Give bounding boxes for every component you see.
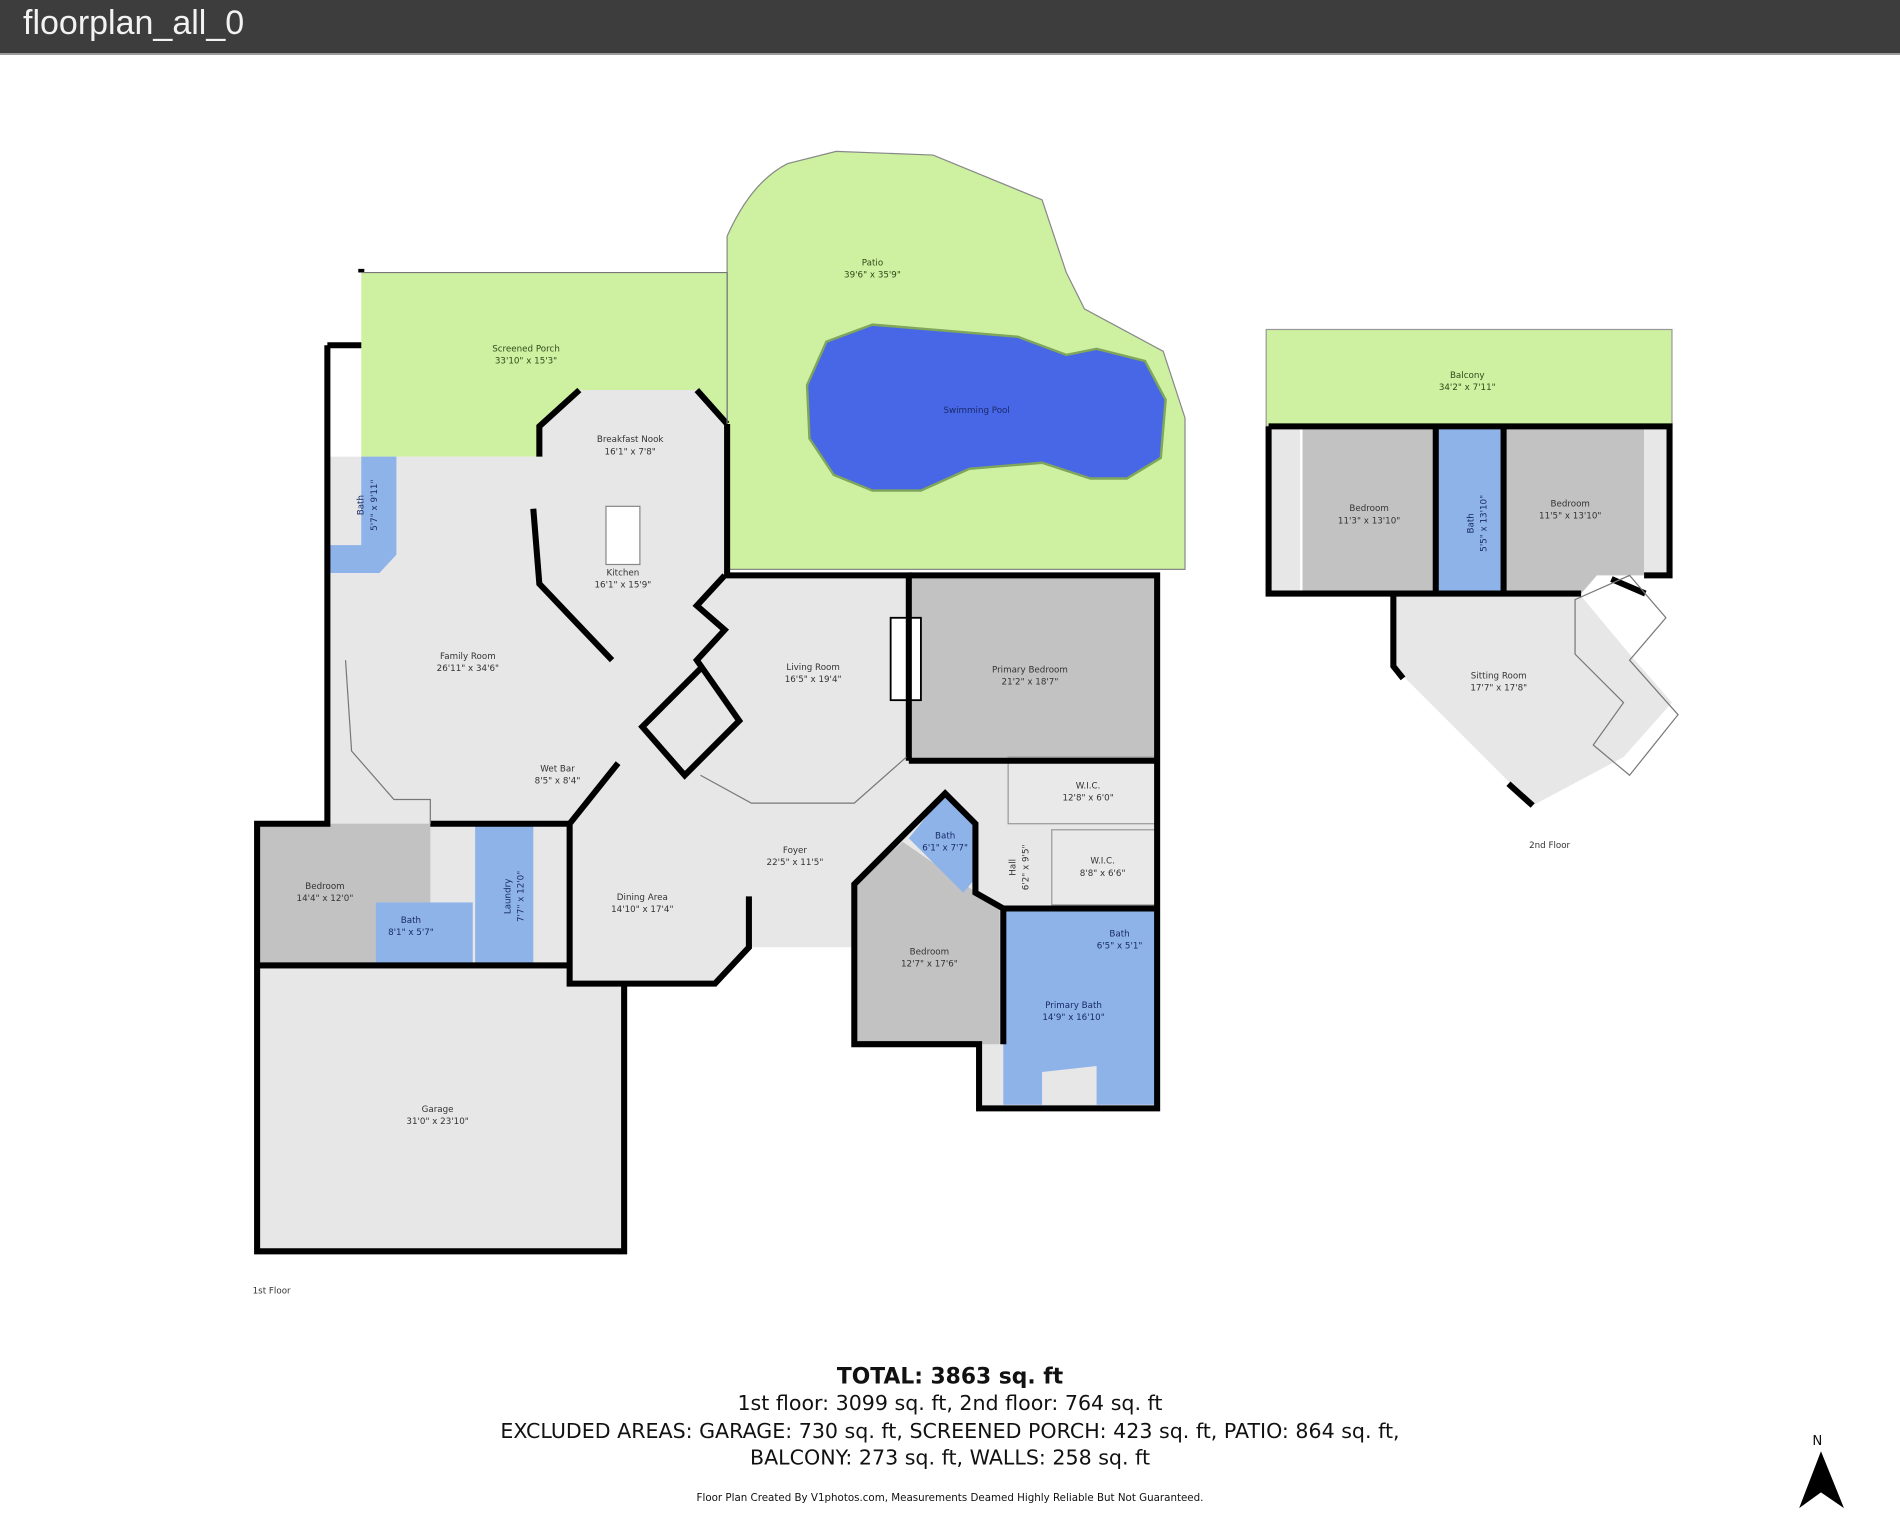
room-label: Dining Area xyxy=(617,893,668,903)
excluded-areas-2: BALCONY: 273 sq. ft, WALLS: 258 sq. ft xyxy=(750,1446,1150,1470)
bedroom-2f-1-area xyxy=(1302,428,1436,594)
closet-area xyxy=(1268,428,1301,594)
room-label: Bath xyxy=(935,831,955,841)
excluded-areas-1: EXCLUDED AREAS: GARAGE: 730 sq. ft, SCRE… xyxy=(500,1419,1399,1443)
walls-2f xyxy=(1265,423,1673,808)
room-label: Living Room xyxy=(786,663,840,673)
area-summary: TOTAL: 3863 sq. ft 1st floor: 3099 sq. f… xyxy=(500,1364,1399,1504)
room-label: Kitchen xyxy=(607,568,640,578)
room-dims: 22'5" x 11'5" xyxy=(767,858,824,868)
room-dims: 7'7" x 12'0" xyxy=(517,871,527,922)
room-dims: 33'10" x 15'3" xyxy=(495,356,557,366)
room-label: Screened Porch xyxy=(492,344,560,354)
garage-area xyxy=(257,969,625,1252)
room-label: Laundry xyxy=(503,879,513,915)
room-label: Garage xyxy=(422,1105,454,1115)
room-label: Bedroom xyxy=(1349,504,1388,514)
room-label: Bath xyxy=(1466,513,1476,533)
bath-2-area xyxy=(908,793,976,893)
north-arrow-icon: N xyxy=(1799,1434,1844,1509)
room-label: Primary Bath xyxy=(1045,1001,1102,1011)
room-label: Breakfast Nook xyxy=(597,435,664,445)
walls-east xyxy=(851,572,1161,1112)
floor-1 xyxy=(254,150,1186,1255)
bedroom-2f-2-area xyxy=(1506,428,1645,594)
bath-3-area xyxy=(375,902,473,966)
floor-label: 1st Floor xyxy=(253,1287,291,1297)
closet-area xyxy=(1644,428,1670,575)
room-dims: 12'8" x 6'0" xyxy=(1062,794,1113,804)
room-label: Family Room xyxy=(440,652,496,662)
room-label: Sitting Room xyxy=(1471,671,1527,681)
room-label: W.I.C. xyxy=(1076,782,1101,792)
primary-bath-area xyxy=(1003,908,1158,1105)
laundry-area xyxy=(475,823,534,966)
room-dims: 11'3" x 13'10" xyxy=(1338,516,1400,526)
room-dims: 14'9" x 16'10" xyxy=(1042,1013,1104,1023)
room-dims: 8'5" x 8'4" xyxy=(535,777,581,787)
porch-screen xyxy=(361,271,728,424)
room-dims: 16'1" x 15'9" xyxy=(595,581,652,591)
room-label: Hall xyxy=(1008,859,1018,876)
room-dims: 5'7" x 9'11" xyxy=(370,480,380,531)
room-dims: 6'1" x 7'7" xyxy=(922,843,968,853)
bath-1-area xyxy=(327,456,397,573)
room-dims: 31'0" x 23'10" xyxy=(406,1117,468,1127)
room-label: Bedroom xyxy=(305,882,344,892)
wic-2-area xyxy=(1051,829,1158,906)
staircase-2f xyxy=(1574,574,1679,777)
room-label: Balcony xyxy=(1450,371,1485,381)
family-room-outline xyxy=(344,660,431,824)
floor-areas: 1st floor: 3099 sq. ft, 2nd floor: 764 s… xyxy=(737,1391,1162,1415)
balcony-area xyxy=(1265,328,1673,428)
room-label: Primary Bedroom xyxy=(992,665,1068,675)
room-dims: 14'10" x 17'4" xyxy=(611,905,673,915)
floor-label: 2nd Floor xyxy=(1529,841,1570,851)
room-label: Bath xyxy=(1109,929,1129,939)
room-dims: 11'5" x 13'10" xyxy=(1539,511,1601,521)
room-dims: 8'8" x 6'6" xyxy=(1080,869,1126,879)
room-label: Patio xyxy=(862,258,883,268)
floor-2 xyxy=(1265,328,1679,808)
room-label: Bedroom xyxy=(910,948,949,958)
room-dims: 5'5" x 13'10" xyxy=(1480,495,1490,552)
room-label: W.I.C. xyxy=(1090,857,1115,867)
bath-2f-area xyxy=(1438,428,1503,594)
room-dims: 6'5" x 5'1" xyxy=(1097,941,1143,951)
room-dims: 16'5" x 19'4" xyxy=(785,675,842,685)
credit-line: Floor Plan Created By V1photos.com, Meas… xyxy=(697,1492,1204,1504)
room-dims: 12'7" x 17'6" xyxy=(901,960,958,970)
room-label: Bath xyxy=(401,916,421,926)
screened-porch-area xyxy=(361,272,728,457)
room-label: Bedroom xyxy=(1550,499,1589,509)
room-label: Wet Bar xyxy=(540,765,575,775)
swimming-pool xyxy=(805,323,1167,492)
room-dims: 34'2" x 7'11" xyxy=(1439,383,1496,393)
room-dims: 17'7" x 17'8" xyxy=(1470,683,1527,693)
room-dims: 39'6" x 35'9" xyxy=(844,270,901,280)
total-area: TOTAL: 3863 sq. ft xyxy=(837,1364,1063,1389)
window-title: floorplan_all_0 xyxy=(23,4,245,42)
room-label: Swimming Pool xyxy=(943,406,1009,416)
room-labels: Screened Porch 33'10" x 15'3" Patio 39'6… xyxy=(253,258,1602,1296)
wic-1-area xyxy=(1007,756,1158,825)
room-dims: 6'2" x 9'5" xyxy=(1022,844,1032,890)
living-room-octagon xyxy=(700,756,907,804)
room-dims: 8'1" x 5'7" xyxy=(388,928,434,938)
room-dims: 16'1" x 7'8" xyxy=(605,447,656,457)
room-dims: 21'2" x 18'7" xyxy=(1002,677,1059,687)
title-bar: floorplan_all_0 xyxy=(0,0,1900,55)
north-label: N xyxy=(1812,1434,1822,1449)
room-dims: 14'4" x 12'0" xyxy=(297,894,354,904)
kitchen-counter xyxy=(605,505,641,566)
room-dims: 26'11" x 34'6" xyxy=(437,664,499,674)
room-label: Bath xyxy=(357,495,367,515)
room-label: Foyer xyxy=(783,846,808,856)
primary-bedroom-area xyxy=(908,575,1158,761)
north-arrow-shape xyxy=(1799,1451,1844,1509)
walls-interior xyxy=(257,387,912,987)
